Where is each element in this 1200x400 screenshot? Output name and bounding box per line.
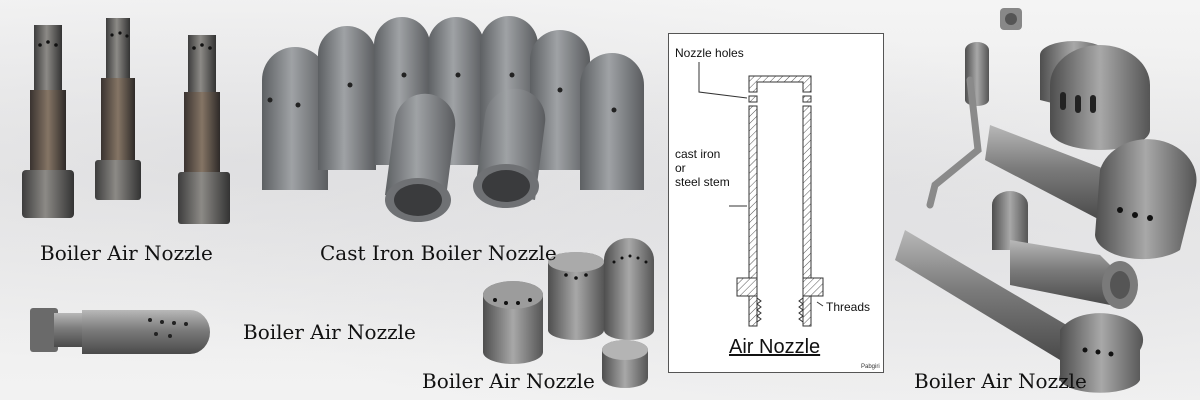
caption-boiler-air-nozzle-4: Boiler Air Nozzle	[914, 369, 1087, 393]
caption-cast-iron-boiler-nozzle: Cast Iron Boiler Nozzle	[320, 241, 557, 265]
assorted-nozzles-right	[895, 8, 1197, 393]
caption-boiler-air-nozzle-1: Boiler Air Nozzle	[40, 241, 213, 265]
nozzle-tall-2	[95, 18, 141, 200]
small-machined-nozzles	[483, 238, 654, 388]
label-stem-line-3: steel stem	[675, 175, 730, 189]
caption-boiler-air-nozzle-3: Boiler Air Nozzle	[422, 369, 595, 393]
diagram-title: Air Nozzle	[729, 336, 821, 358]
label-threads: Threads	[826, 300, 871, 314]
diagram-signature: Pabgiri	[861, 364, 880, 370]
label-nozzle-holes: Nozzle holes	[675, 46, 744, 60]
diagram-drawing	[698, 62, 824, 327]
label-stem-line-1: cast iron	[675, 147, 721, 161]
nozzle-tall-3	[178, 35, 230, 224]
air-nozzle-diagram: Nozzle holes cast iron or steel stem Thr…	[668, 33, 884, 373]
horizontal-steel-nozzle	[30, 308, 210, 354]
nozzle-tall-1	[22, 25, 74, 218]
cast-iron-caps	[262, 16, 644, 222]
label-stem-line-2: or	[675, 161, 686, 175]
caption-boiler-air-nozzle-2: Boiler Air Nozzle	[243, 320, 416, 344]
